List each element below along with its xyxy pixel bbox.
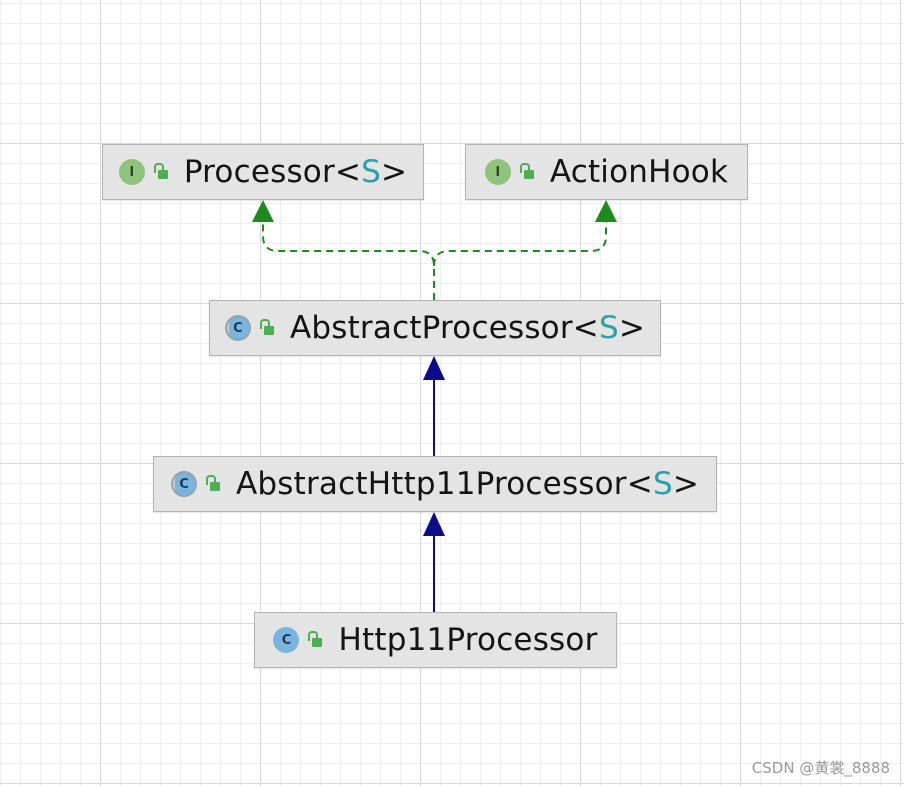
node-http11processor[interactable]: C Http11Processor bbox=[254, 612, 617, 668]
arrowhead-abstractprocessor bbox=[423, 356, 445, 380]
public-visibility-icon bbox=[519, 163, 534, 181]
public-visibility-icon bbox=[308, 631, 323, 649]
public-visibility-icon bbox=[259, 319, 274, 337]
abstract-class-icon: C bbox=[224, 315, 251, 341]
node-abstracthttp11processor[interactable]: C AbstractHttp11Processor<S> bbox=[153, 456, 717, 512]
arrowhead-actionhook bbox=[595, 200, 617, 222]
node-actionhook[interactable]: I ActionHook bbox=[465, 144, 748, 200]
arrowhead-processor bbox=[252, 200, 274, 222]
public-visibility-icon bbox=[153, 163, 168, 181]
node-processor[interactable]: I Processor<S> bbox=[102, 144, 424, 200]
interface-icon: I bbox=[484, 159, 511, 185]
type-parameter: S bbox=[361, 154, 381, 190]
node-label: Http11Processor bbox=[338, 622, 598, 658]
public-visibility-icon bbox=[205, 475, 220, 493]
node-abstractprocessor[interactable]: C AbstractProcessor<S> bbox=[209, 300, 661, 356]
edge-abstractprocessor-implements-processor bbox=[262, 222, 435, 300]
node-label: AbstractHttp11Processor<S> bbox=[235, 466, 700, 502]
node-label: Processor<S> bbox=[183, 154, 408, 190]
arrowhead-abstracthttp11processor bbox=[423, 512, 445, 536]
edge-abstractprocessor-implements-actionhook bbox=[433, 222, 607, 267]
node-label: AbstractProcessor<S> bbox=[289, 310, 646, 346]
class-icon: C bbox=[273, 627, 300, 653]
watermark: CSDN @黄裳_8888 bbox=[751, 759, 890, 777]
node-label: ActionHook bbox=[549, 154, 729, 190]
abstract-class-icon: C bbox=[170, 471, 197, 497]
interface-icon: I bbox=[118, 159, 145, 185]
type-parameter: S bbox=[598, 310, 619, 346]
type-parameter: S bbox=[652, 466, 673, 502]
